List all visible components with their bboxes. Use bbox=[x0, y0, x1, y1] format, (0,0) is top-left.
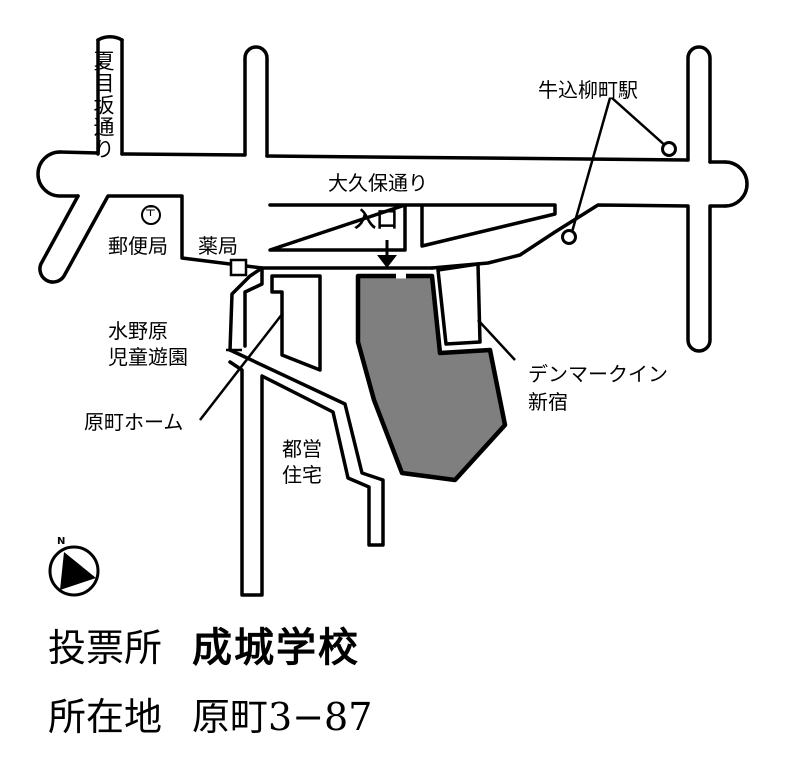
school-seijo bbox=[355, 273, 508, 483]
road-top-2 bbox=[686, 45, 712, 164]
haramachi-home-leader bbox=[199, 312, 284, 421]
label-park-line2: 児童遊園 bbox=[108, 345, 188, 369]
address-value: 原町3−87 bbox=[192, 695, 373, 739]
arrow-down-icon bbox=[377, 240, 397, 268]
polling-place-row: 投票所成城学校 bbox=[48, 628, 360, 668]
label-post-office: 郵便局 bbox=[108, 234, 168, 258]
road-top-1 bbox=[243, 45, 269, 158]
label-hotel-line1: デンマークイン bbox=[528, 362, 668, 386]
label-denmark-inn: デンマークイン 新宿 bbox=[528, 360, 668, 416]
road-lower-left bbox=[228, 266, 264, 352]
post-symbol: 〒 bbox=[144, 205, 158, 220]
road-label-natsumezaka: 夏目坂通り bbox=[91, 50, 115, 160]
label-pharmacy: 薬局 bbox=[198, 234, 238, 258]
polling-value: 成城学校 bbox=[192, 625, 361, 671]
road-okubo bbox=[58, 150, 727, 164]
label-entrance: 入口 bbox=[354, 208, 399, 233]
address-label: 所在地 bbox=[48, 695, 163, 739]
building-haramachi-home bbox=[270, 274, 322, 372]
road-long bbox=[228, 348, 385, 597]
road-label-okubo: 大久保通り bbox=[328, 171, 428, 195]
label-park-line1: 水野原 bbox=[108, 319, 168, 343]
north-arrow-icon bbox=[48, 545, 100, 597]
label-hotel-line2: 新宿 bbox=[528, 390, 568, 414]
building-denmark-inn bbox=[436, 262, 482, 346]
denmark-leader bbox=[477, 319, 516, 361]
polling-label: 投票所 bbox=[48, 626, 163, 670]
station-leader bbox=[570, 97, 669, 233]
block-center bbox=[268, 203, 557, 252]
map bbox=[36, 35, 749, 597]
label-housing-line2: 住宅 bbox=[282, 463, 322, 487]
pharmacy-icon bbox=[229, 258, 248, 277]
north-label: N bbox=[57, 536, 66, 547]
label-housing-line1: 都営 bbox=[282, 437, 322, 461]
address-row: 所在地原町3−87 bbox=[48, 698, 372, 736]
station-icon bbox=[661, 141, 677, 157]
label-housing: 都営 住宅 bbox=[282, 436, 322, 488]
label-station: 牛込柳町駅 bbox=[538, 78, 638, 102]
post-office-icon bbox=[141, 205, 161, 225]
label-park: 水野原 児童遊園 bbox=[108, 318, 188, 370]
label-haramachi-home: 原町ホーム bbox=[84, 410, 184, 434]
station-icon-2 bbox=[561, 229, 577, 245]
